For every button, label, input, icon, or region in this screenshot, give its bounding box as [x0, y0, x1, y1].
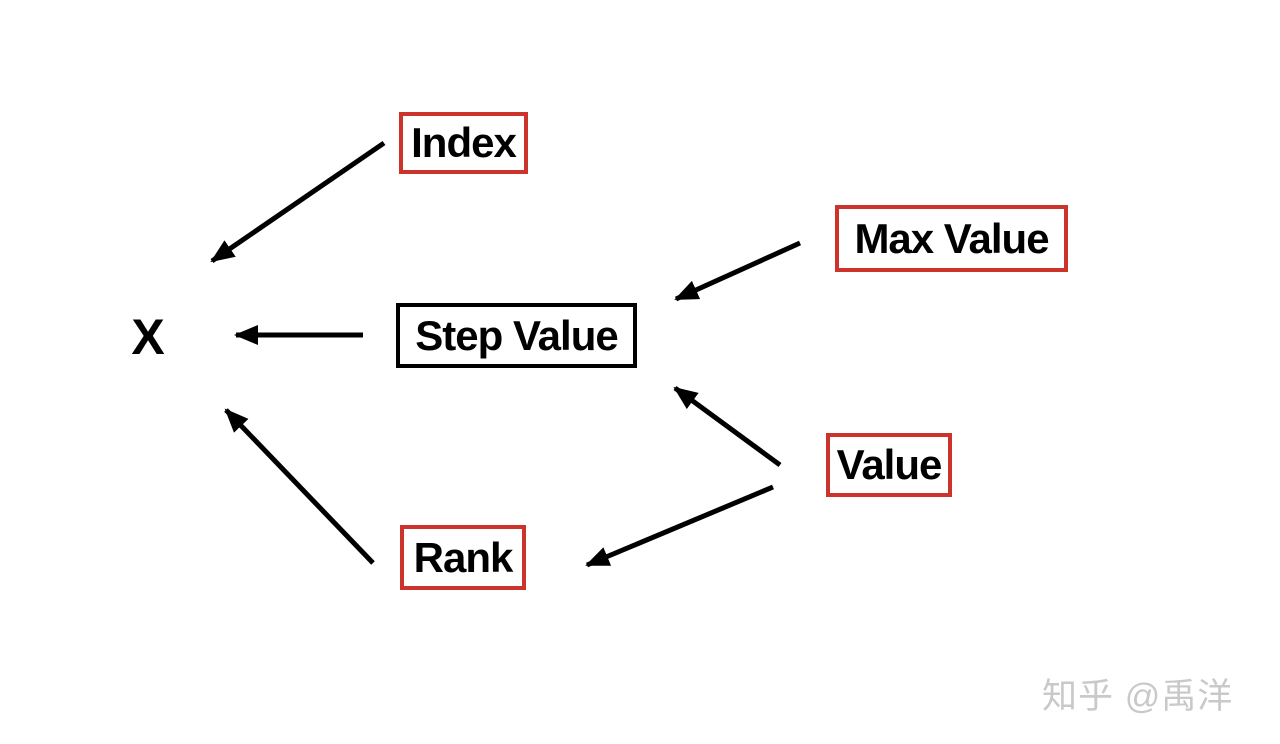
- arrow-value-to-rank: [585, 484, 774, 568]
- arrow-max-value-to-step-value: [674, 240, 802, 302]
- watermark-text: 知乎 @禹洋: [1042, 677, 1234, 716]
- arrow-index-to-x: [210, 140, 386, 264]
- node-max-value: Max Value: [835, 205, 1068, 272]
- arrow-value-to-step-value: [673, 385, 782, 468]
- target-x-label: X: [131, 309, 165, 365]
- node-index: Index: [399, 112, 528, 174]
- node-rank: Rank: [400, 525, 526, 590]
- node-step-value: Step Value: [396, 303, 637, 368]
- node-value: Value: [826, 433, 952, 497]
- arrow-rank-to-x: [224, 408, 375, 565]
